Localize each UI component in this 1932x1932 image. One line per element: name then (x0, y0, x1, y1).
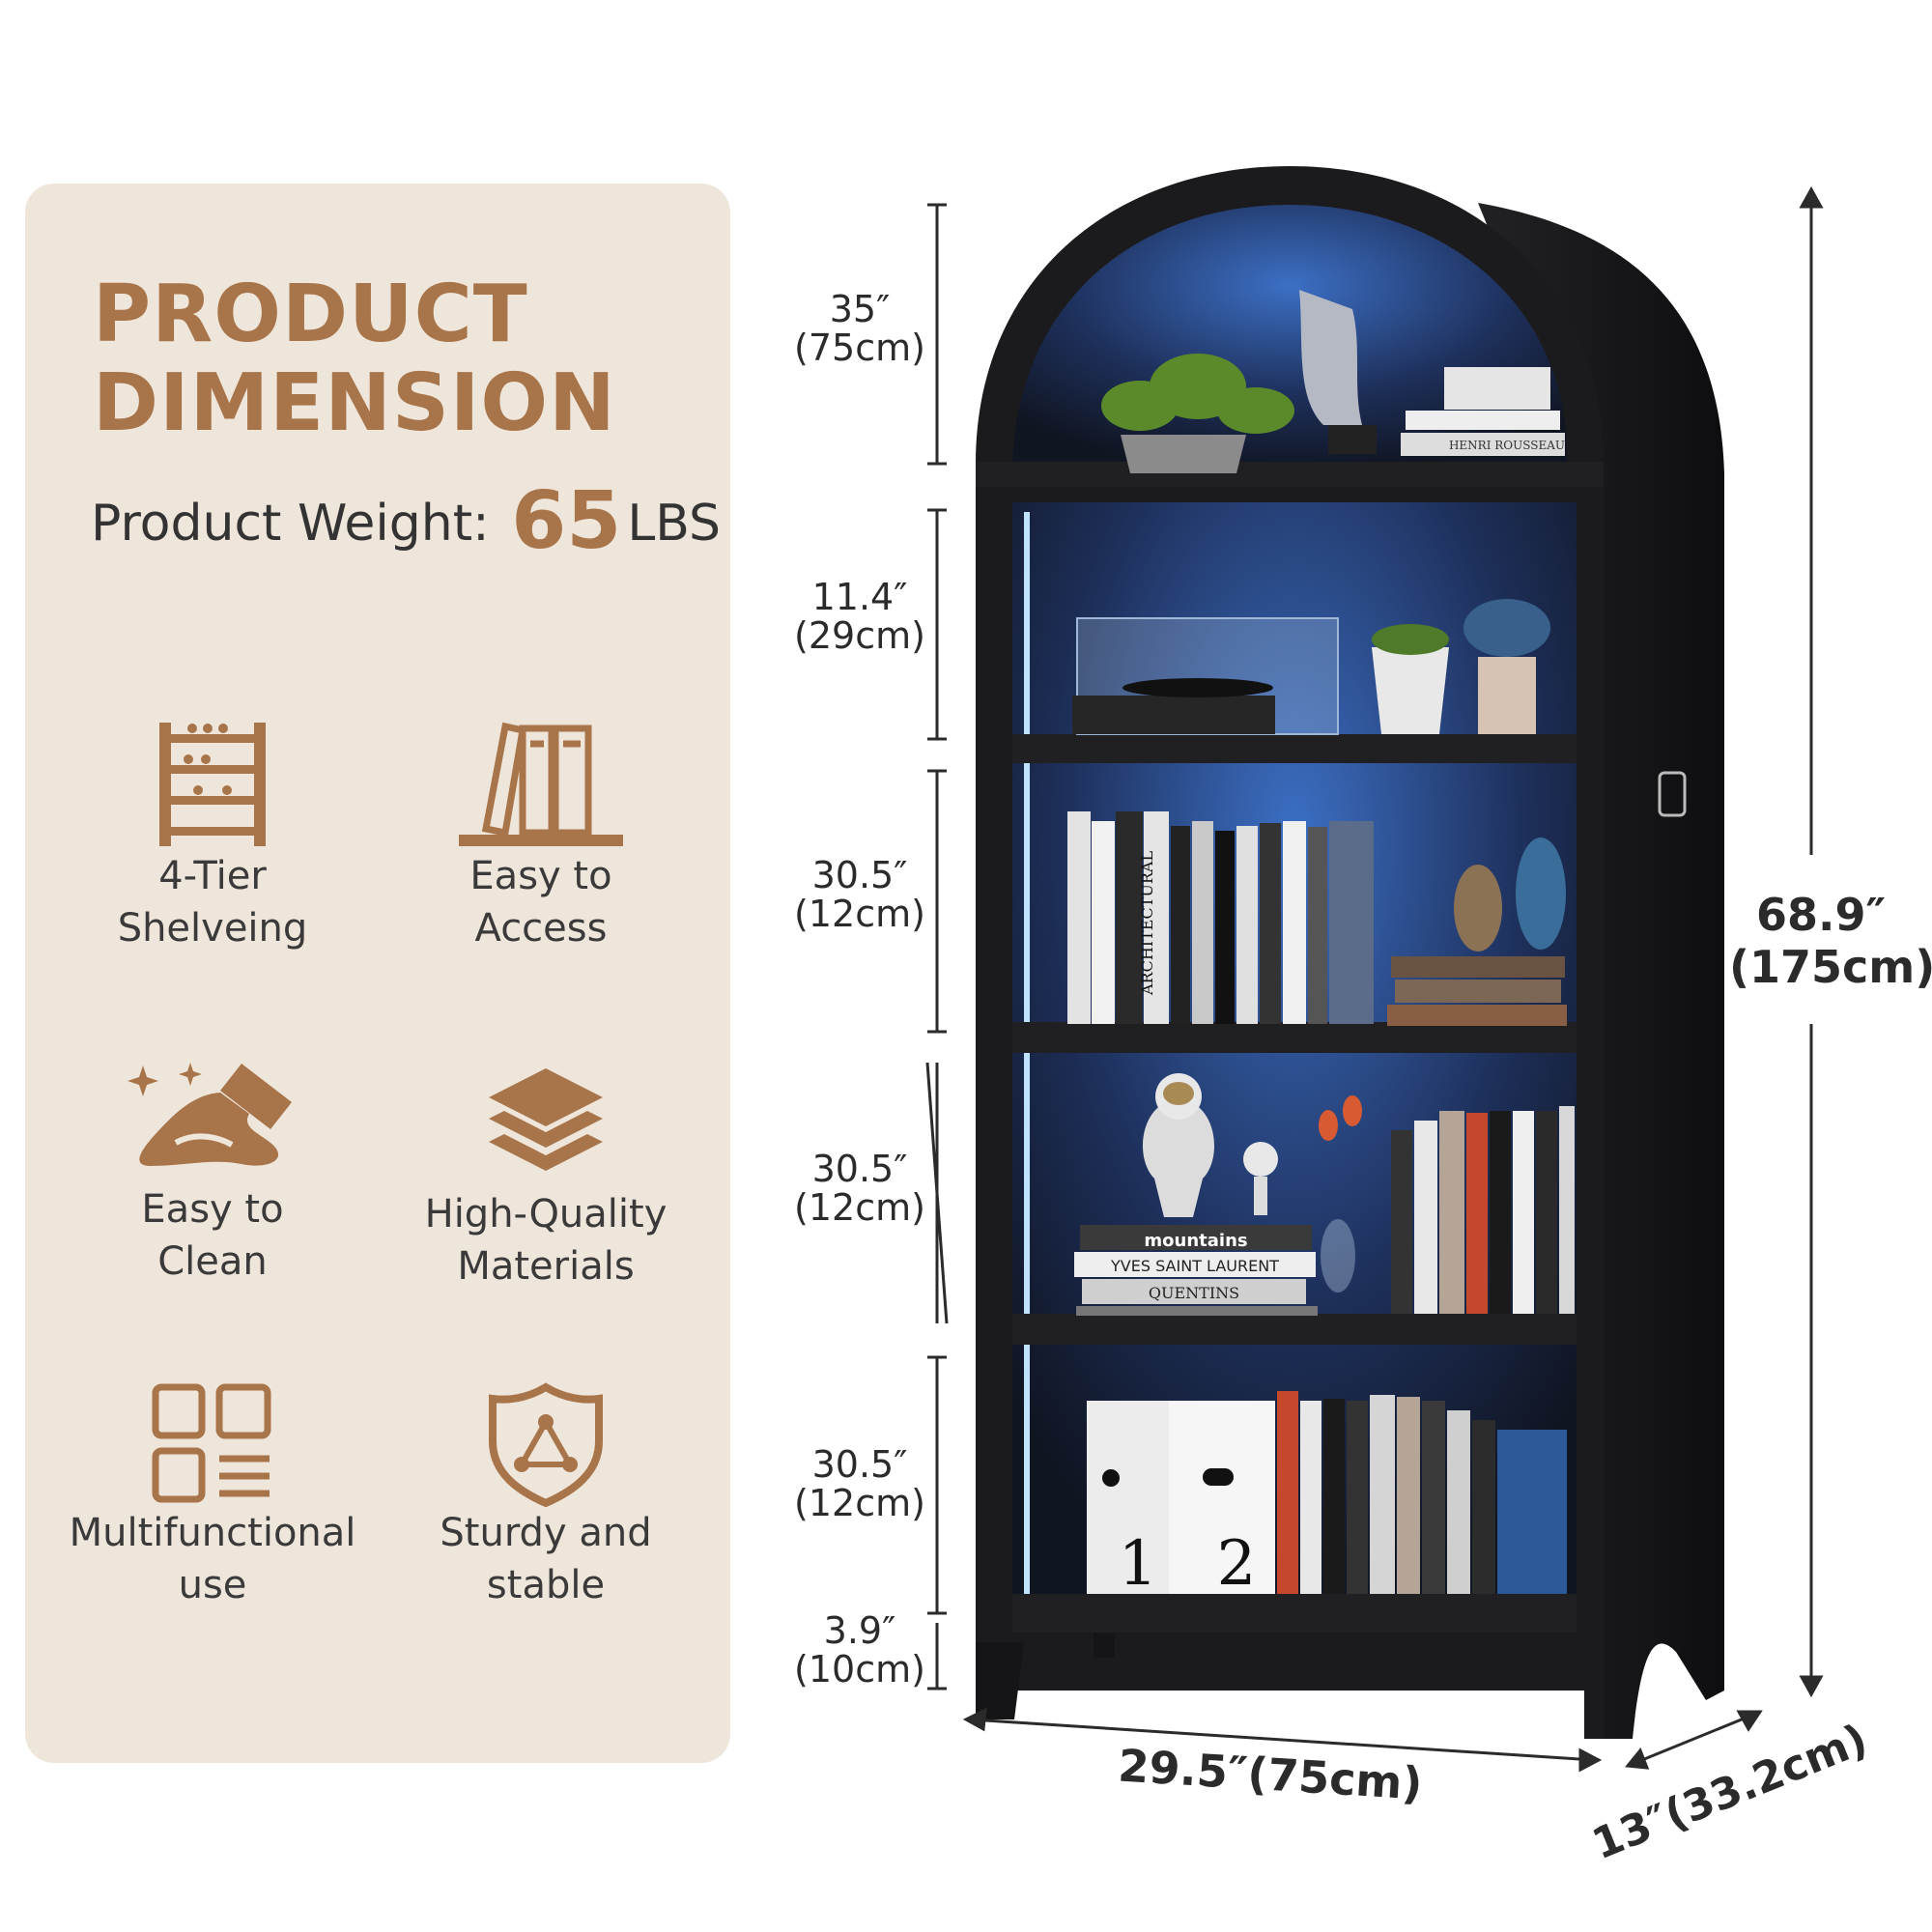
weight-label: Product Weight: (91, 495, 490, 553)
dimension-lines (925, 185, 1824, 1773)
cleaning-cloth-icon (128, 1063, 292, 1166)
rear-leg (1094, 1633, 1115, 1658)
grid-icon (152, 1383, 271, 1503)
weight-value: 65 (511, 475, 622, 567)
box-number-2: 2 (1217, 1528, 1257, 1600)
dim-tier3: 30.5″ (12cm) (794, 1148, 925, 1229)
feature-easy-access: Easy to Access (377, 715, 705, 954)
tier2-books (1067, 811, 1567, 1026)
dim-base: 3.9″ (10cm) (794, 1609, 925, 1690)
book-quentins: QUENTINS (1149, 1284, 1239, 1302)
dim-tier1: 11.4″ (29cm) (794, 576, 925, 657)
box-number-1: 1 (1119, 1528, 1158, 1600)
feature-label: Sturdy and stable (440, 1511, 652, 1607)
tier4-decor (1087, 1391, 1567, 1594)
dim-arch: 35″ (75cm) (794, 288, 925, 369)
feature-label: Easy to Clean (141, 1187, 284, 1284)
feature-label: Multifunctional use (69, 1511, 356, 1607)
feature-multifunctional: Multifunctional use (48, 1381, 377, 1611)
led-strip (1024, 512, 1030, 1623)
weight-unit: LBS (627, 495, 722, 553)
shield-icon (489, 1382, 603, 1507)
feature-sturdy: Sturdy and stable (382, 1381, 710, 1611)
shelf-boards (976, 462, 1604, 1633)
book-ysl: YVES SAINT LAURENT (1110, 1257, 1279, 1275)
feature-label: 4-Tier Shelveing (117, 854, 308, 951)
dim-total-height: 68.9″ (175cm) (1729, 889, 1932, 993)
feature-high-quality: High-Quality Materials (382, 1063, 710, 1293)
arch-decor (1101, 290, 1565, 473)
feature-label: High-Quality Materials (424, 1192, 668, 1289)
dim-tier2: 30.5″ (12cm) (794, 854, 925, 935)
tier3-decor (1074, 1073, 1575, 1316)
info-panel (25, 184, 730, 1763)
feature-label: Easy to Access (469, 854, 612, 951)
page-title: PRODUCT DIMENSION (93, 270, 616, 448)
book-spine-architectural: ARCHITECTURAL (1138, 851, 1156, 996)
feature-easy-clean: Easy to Clean (48, 1058, 377, 1288)
front-left-leg (976, 1642, 1024, 1719)
wireless-charger-icon (1658, 771, 1687, 817)
title-line-2: DIMENSION (93, 357, 616, 449)
books-icon (459, 722, 623, 846)
tier1-decor (1072, 599, 1550, 735)
title-line-1: PRODUCT (93, 269, 528, 360)
dim-tier4: 30.5″ (12cm) (794, 1443, 925, 1524)
shelf-icon (159, 723, 266, 846)
layers-icon (489, 1068, 603, 1171)
feature-4-tier: 4-Tier Shelveing (48, 715, 377, 954)
book-mountains: mountains (1144, 1231, 1247, 1251)
book-rousseau: HENRI ROUSSEAU (1449, 439, 1565, 452)
